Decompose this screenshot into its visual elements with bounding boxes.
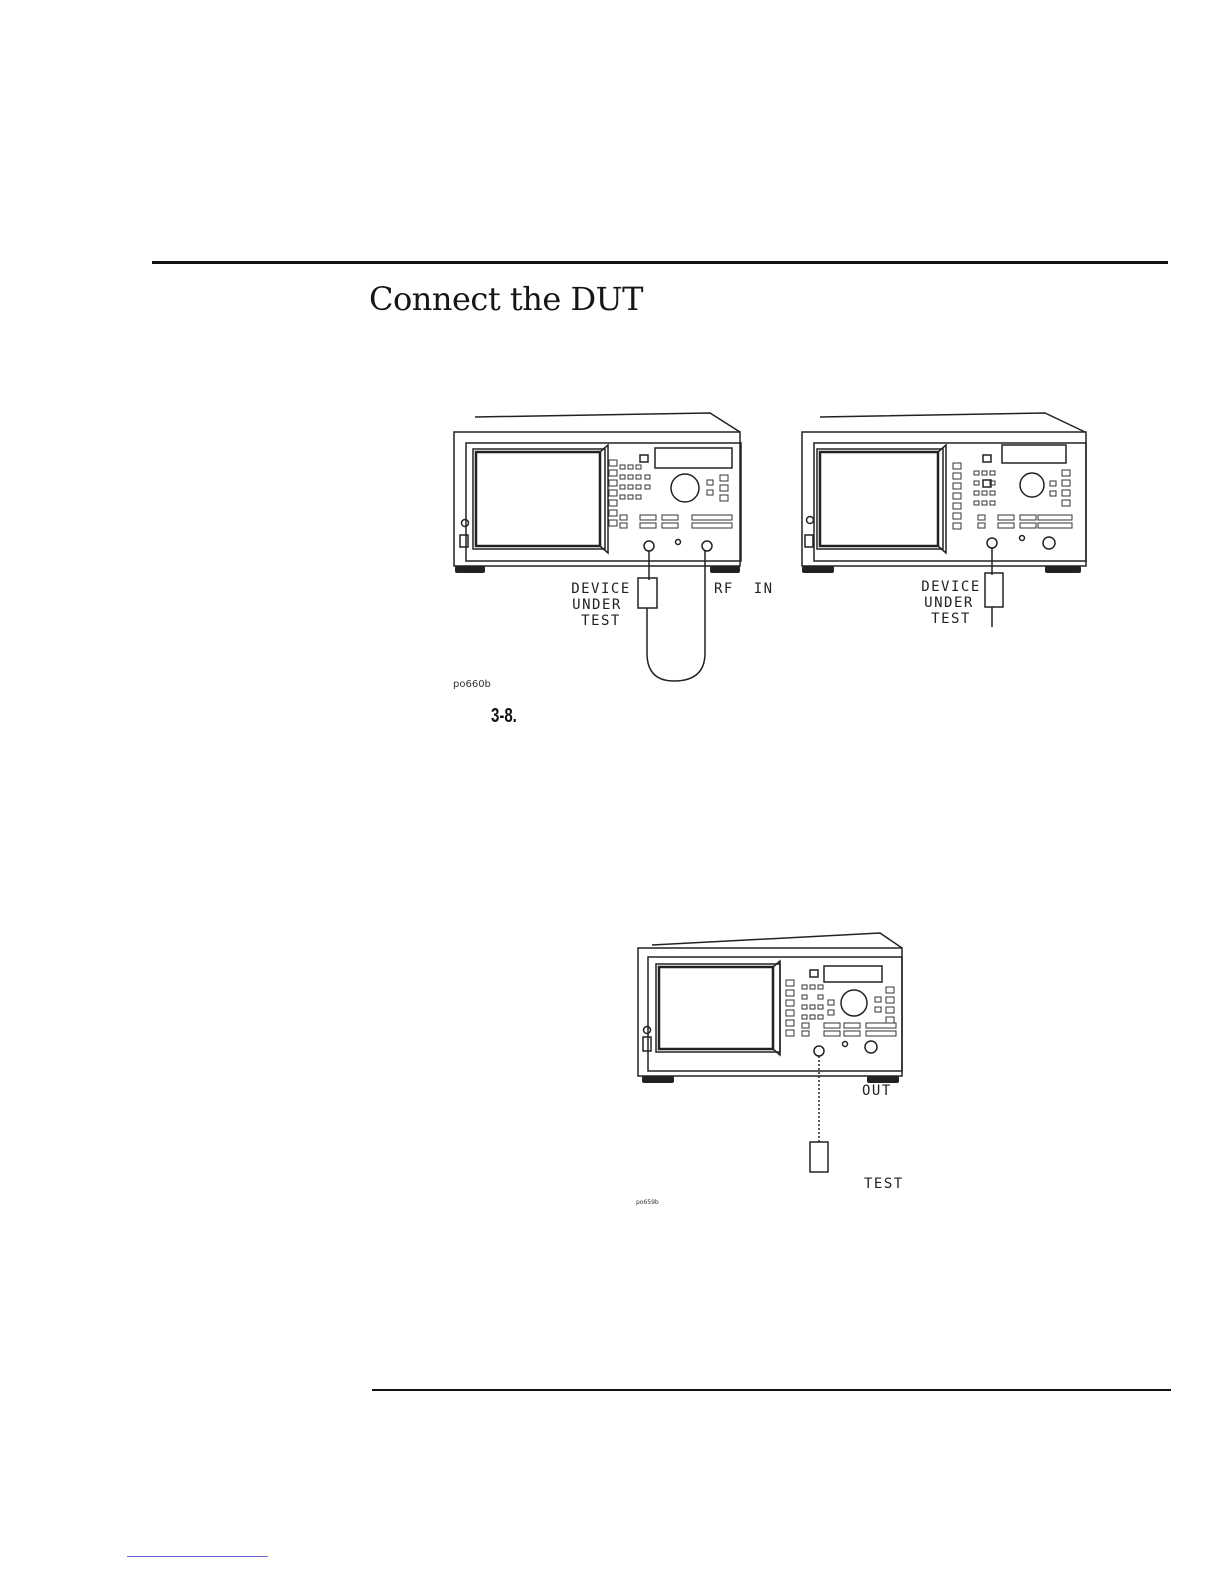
left-dut-label-line1: DEVICE xyxy=(566,581,636,597)
figure-single-analyzer: OUT TEST po659b xyxy=(630,925,930,1215)
figure-two-analyzers: DEVICE UNDER TEST RF IN DEVICE UNDER TES… xyxy=(440,405,1120,695)
bottom-rule xyxy=(372,1389,1171,1391)
figure-bottom-code: po659b xyxy=(636,1199,659,1206)
right-dut-label-line2: UNDER xyxy=(916,595,982,611)
left-dut-label-line2: UNDER xyxy=(566,597,628,613)
footer-link-underline[interactable] xyxy=(127,1556,268,1557)
rf-in-label: RF IN xyxy=(714,581,784,597)
section-title: Connect the DUT xyxy=(369,279,643,319)
left-dut-label-line3: TEST xyxy=(566,613,636,629)
analyzer-pair-illustration xyxy=(440,405,1120,695)
test-label: TEST xyxy=(864,1176,914,1192)
right-dut-label-line1: DEVICE xyxy=(918,579,984,595)
single-analyzer-illustration xyxy=(630,925,930,1215)
figure-number: 3-8. xyxy=(491,705,517,728)
top-rule xyxy=(152,261,1168,264)
right-dut-label-line3: TEST xyxy=(918,611,984,627)
figure-top-code: po660b xyxy=(453,679,491,690)
out-label: OUT xyxy=(862,1083,902,1099)
